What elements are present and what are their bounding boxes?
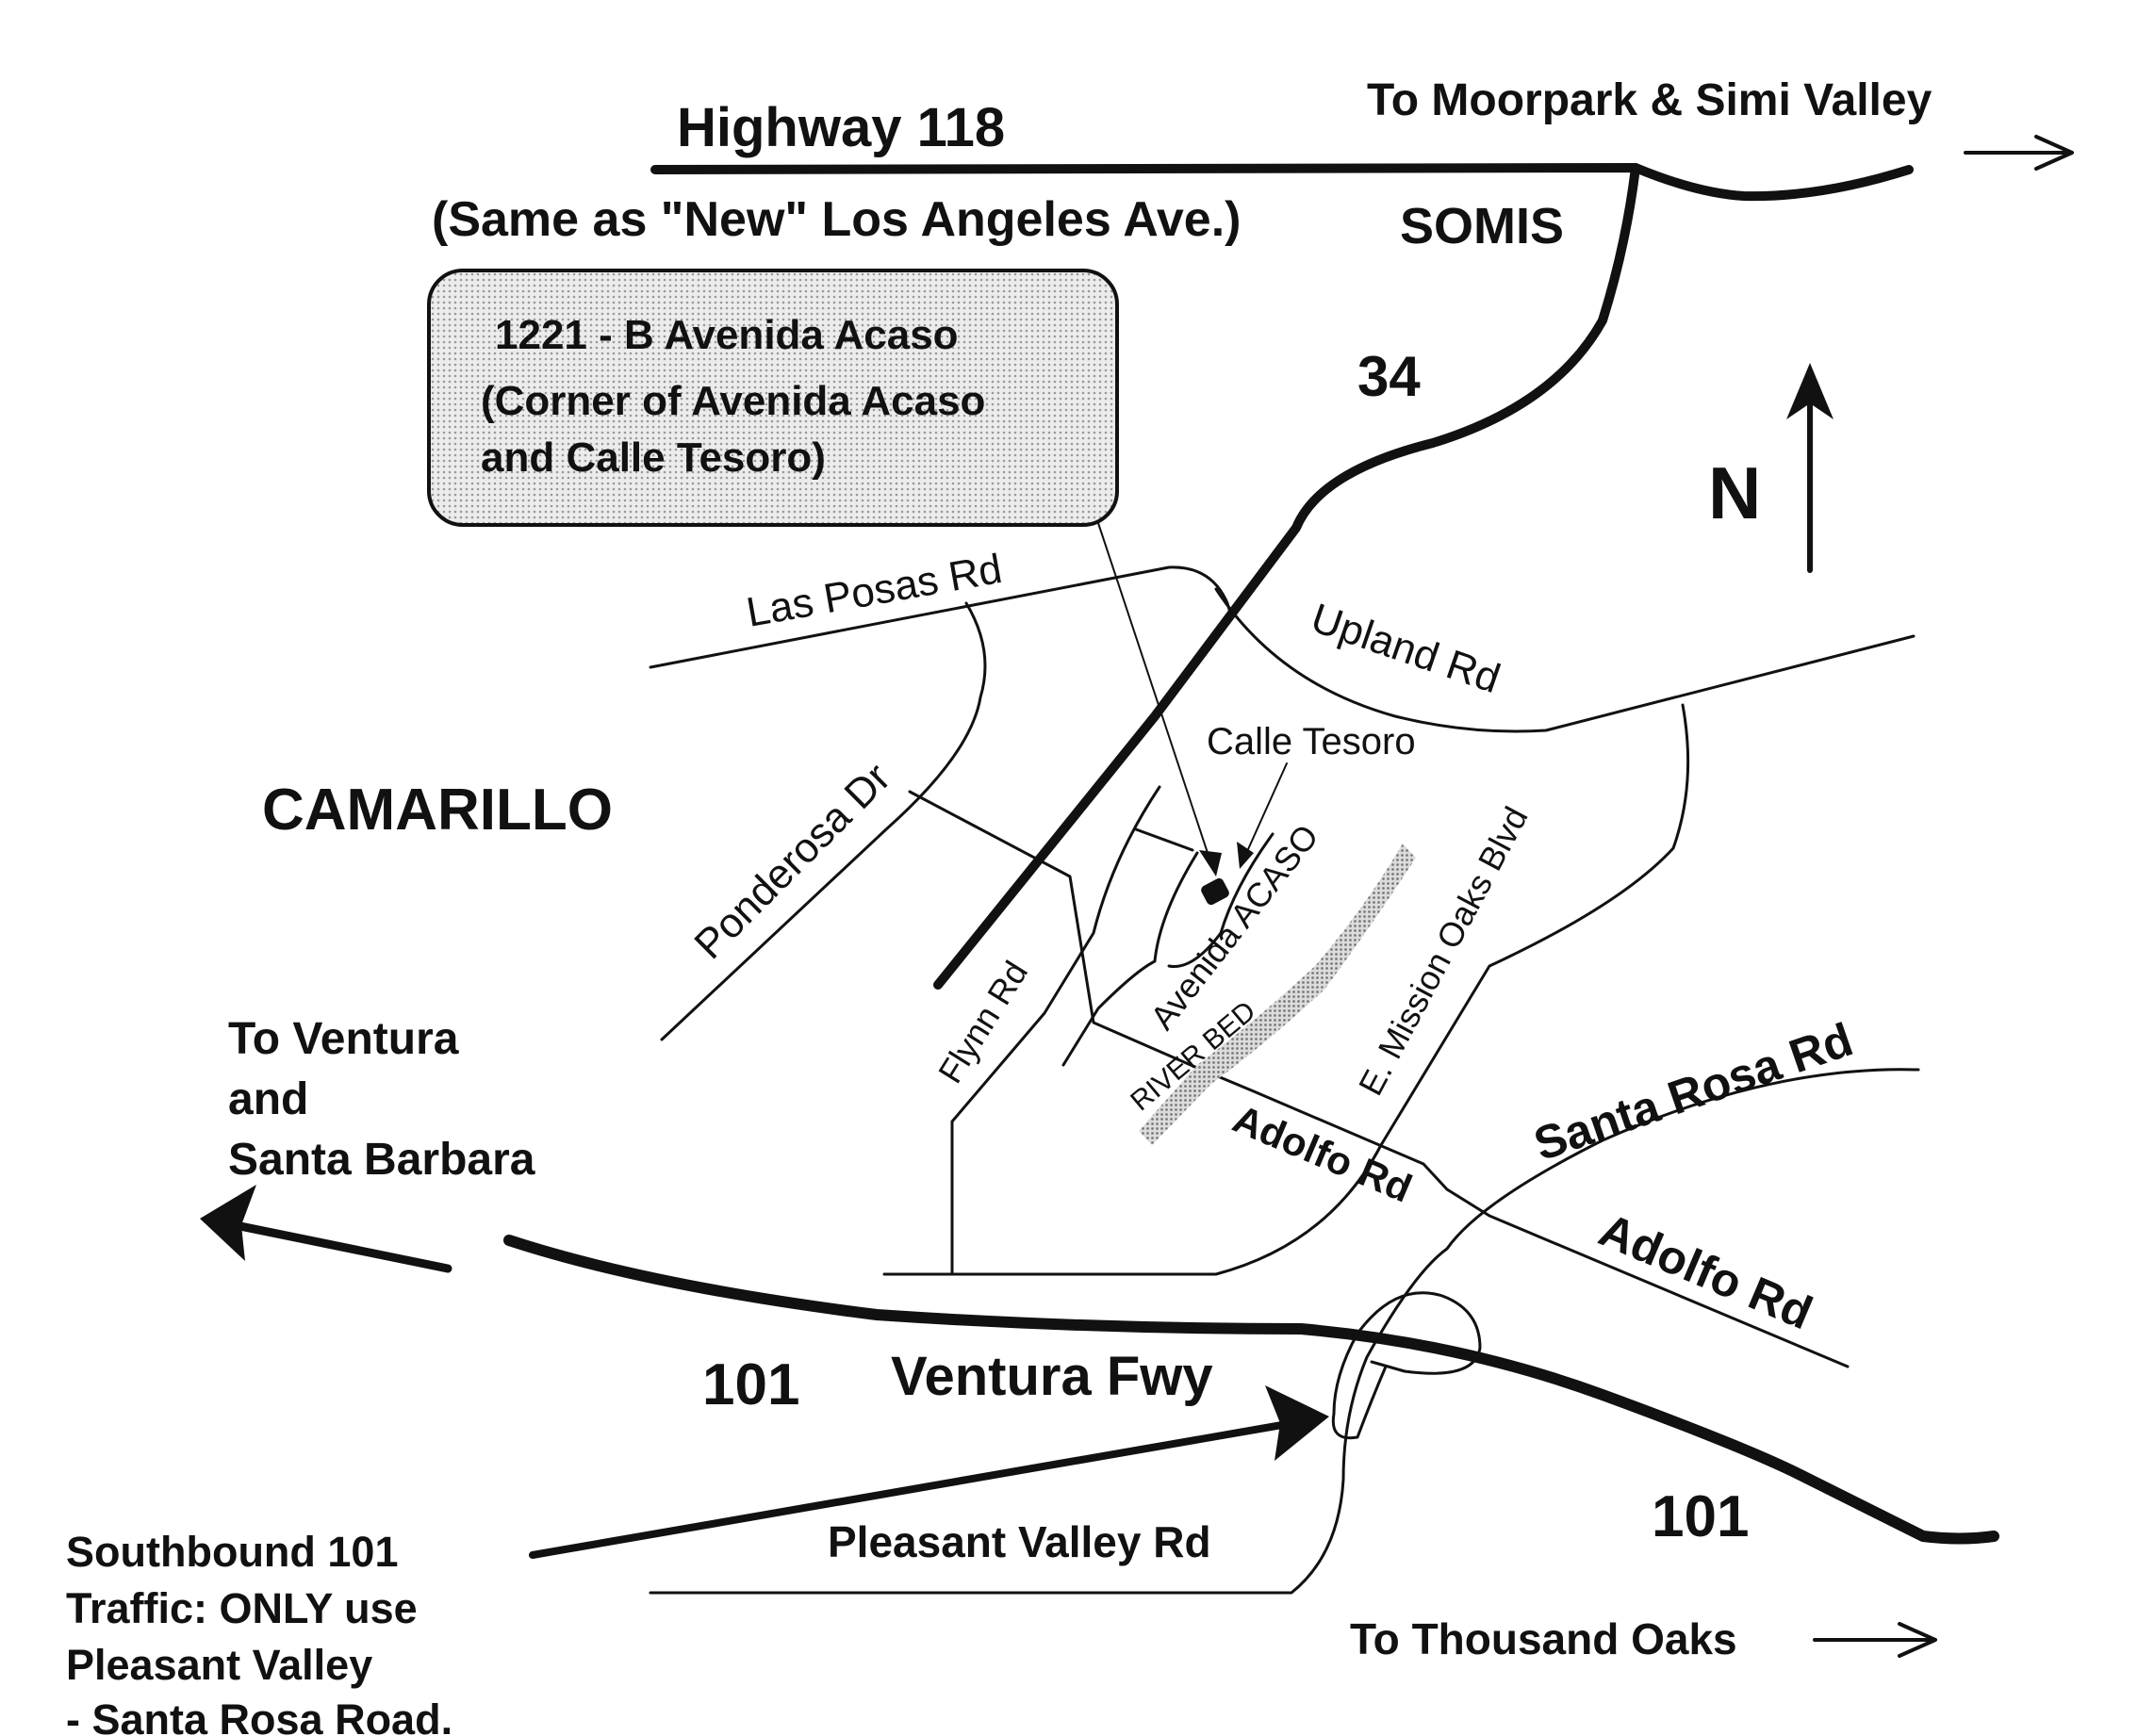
river-bed [1139,843,1416,1145]
to-ventura-label-1: To Ventura [228,1014,459,1064]
las-posas-road [649,565,1232,669]
site-cross-street [1134,827,1194,852]
avenida-acaso-road [1061,851,1199,1067]
highway-118-note: (Same as "New" Los Angeles Ave.) [432,192,1241,247]
southbound-note-line-1: Southbound 101 [66,1528,399,1576]
address-pointer-line [1097,522,1213,868]
calle-tesoro-pointer-arrowhead-icon [1237,842,1254,869]
north-arrow-icon [1786,363,1834,573]
ponderosa-label: Ponderosa Dr [685,754,899,968]
southbound-note-line-2: Traffic: ONLY use [66,1584,418,1632]
highway-118-label: Highway 118 [677,97,1005,158]
address-line-2: (Corner of Avenida Acaso [481,378,985,424]
camarillo-label: CAMARILLO [262,778,613,843]
arrow-to-thousand-oaks-icon [1813,1622,1937,1658]
southbound-note-line-4: - Santa Rosa Road. [66,1695,452,1736]
arrow-to-ventura-icon [200,1185,452,1273]
route-34-label: 34 [1357,345,1421,408]
mission-oaks-boulevard [882,703,1690,1276]
ventura-freeway-road [503,1235,1999,1545]
address-line-1: 1221 - B Avenida Acaso [495,312,959,358]
pleasant-valley-label: Pleasant Valley Rd [828,1517,1211,1566]
ventura-freeway-label: Ventura Fwy [891,1346,1213,1407]
santa-rosa-road [649,1068,1920,1595]
to-moorpark-label: To Moorpark & Simi Valley [1367,75,1932,125]
adolfo-east-label: Adolfo Rd [1592,1204,1820,1340]
adolfo-road-west [908,790,1850,1368]
freeway-101-west-label: 101 [702,1352,799,1417]
to-thousand-oaks-label: To Thousand Oaks [1350,1614,1737,1663]
arrow-southbound-icon [529,1385,1329,1559]
address-line-3: and Calle Tesoro) [481,434,826,481]
southbound-note-line-3: Pleasant Valley [66,1641,372,1689]
calle-tesoro-pointer-line [1243,762,1288,859]
arrow-to-moorpark-icon [1964,135,2074,171]
upland-label: Upland Rd [1306,595,1506,702]
to-ventura-label-2: and [228,1074,308,1124]
adolfo-west-label: Adolfo Rd [1226,1096,1418,1211]
route-34-road [933,163,1640,990]
upland-road [1214,587,1916,733]
mission-oaks-label: E. Mission Oaks Blvd [1351,800,1536,1102]
flynn-road [950,785,1161,1276]
address-pointer-arrowhead-icon [1199,850,1222,876]
calle-tesoro-road [1167,832,1275,969]
compass-north-label: N [1708,451,1761,534]
site-marker-icon [1201,877,1229,906]
to-ventura-label-3: Santa Barbara [228,1135,535,1185]
las-posas-label: Las Posas Rd [743,546,1005,636]
santa-rosa-label: Santa Rosa Rd [1527,1013,1859,1171]
freeway-101-east-label: 101 [1652,1484,1749,1549]
address-box [427,269,1119,527]
highway-118-road [650,163,1914,202]
somis-label: SOMIS [1400,198,1564,254]
interchange-loop [1356,1291,1482,1375]
interchange-loop-west [1331,1332,1388,1440]
calle-tesoro-label: Calle Tesoro [1207,721,1416,762]
